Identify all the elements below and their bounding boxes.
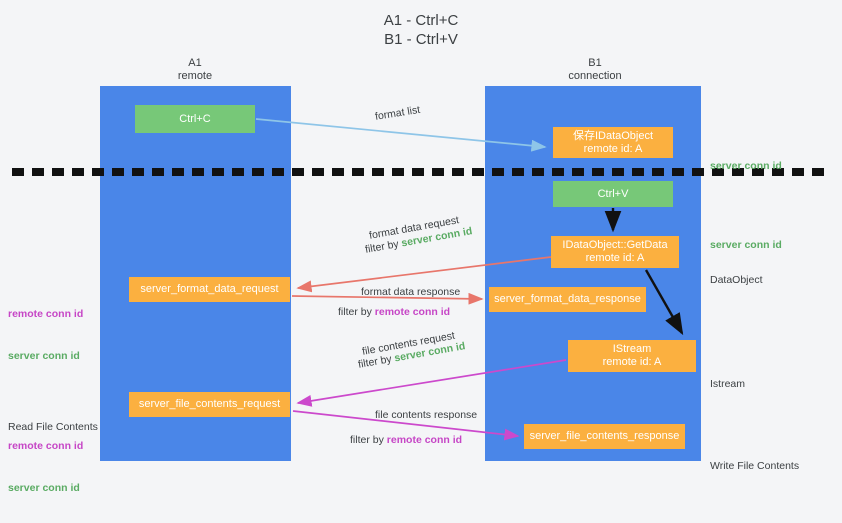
- remote-conn-id-text-2: remote conn id: [386, 434, 463, 446]
- edge-label-format-list: format list: [374, 103, 421, 123]
- annotation-remote-conn-id-bottom: remote conn id: [8, 440, 84, 452]
- annotation-conn-ids-bottom: remote conn id server conn id: [8, 411, 83, 523]
- annotation-server-conn-id-left-bottom: server conn id: [8, 482, 80, 494]
- node-ctrl-v[interactable]: Ctrl+V: [553, 181, 673, 207]
- diagram-title-line-2: B1 - Ctrl+V: [384, 31, 458, 48]
- node-server-format-data-request-label: server_format_data_request: [140, 283, 279, 295]
- node-server-format-data-request[interactable]: server_format_data_request: [129, 277, 290, 302]
- annotation-istream: Istream: [710, 349, 745, 419]
- annotation-read-file-contents-text: Read File Contents: [8, 421, 98, 433]
- node-server-file-contents-request-label: server_file_contents_request: [138, 398, 281, 410]
- annotation-server-conn-id-left-top: server conn id: [8, 350, 80, 362]
- node-ctrl-c[interactable]: Ctrl+C: [135, 105, 255, 133]
- node-idataobject-getdata[interactable]: IDataObject::GetData remote id: A: [551, 236, 679, 268]
- node-save-idataobject-label: 保存IDataObject: [572, 129, 654, 142]
- annotation-server-conn-id-mid: server conn id: [710, 210, 782, 280]
- node-idataobject-getdata-label: IDataObject::GetData: [562, 239, 668, 251]
- annotation-server-conn-id-top-text: server conn id: [710, 160, 782, 172]
- annotation-write-file-contents-text: Write File Contents: [710, 460, 800, 472]
- diagram-title-line-1: A1 - Ctrl+C: [383, 12, 459, 29]
- node-save-idataobject[interactable]: 保存IDataObject remote id: A: [553, 127, 673, 158]
- node-server-format-data-response[interactable]: server_format_data_response: [489, 287, 646, 312]
- annotation-dataobject-text: DataObject: [710, 274, 763, 286]
- edge-label-format-data-response-filter: filter by remote conn id: [338, 305, 450, 319]
- node-idataobject-getdata-sub: remote id: A: [585, 252, 645, 264]
- edge-label-file-contents-response-filter: filter by remote conn id: [350, 433, 462, 447]
- node-server-file-contents-response-label: server_file_contents_response: [529, 430, 680, 442]
- node-server-file-contents-request[interactable]: server_file_contents_request: [129, 392, 290, 417]
- filter-by-text-2: filter by: [338, 306, 375, 318]
- phase-divider: [12, 168, 830, 176]
- column-header-b1-role: connection: [568, 70, 622, 82]
- annotation-istream-text: Istream: [710, 378, 746, 390]
- remote-conn-id-text-1: remote conn id: [374, 306, 451, 318]
- annotation-conn-ids-top: remote conn id server conn id: [8, 279, 83, 391]
- edge-label-format-data-response: format data response: [361, 286, 461, 298]
- annotation-server-conn-id-mid-text: server conn id: [710, 239, 782, 251]
- annotation-dataobject: DataObject: [710, 245, 763, 315]
- node-istream-sub: remote id: A: [602, 356, 662, 368]
- column-header-a1-name: A1: [188, 57, 202, 69]
- node-save-idataobject-sub: remote id: A: [583, 142, 643, 155]
- column-header-b1: B1 connection: [515, 57, 675, 83]
- column-header-b1-name: B1: [588, 57, 602, 69]
- annotation-write-file-contents: Write File Contents: [710, 431, 799, 501]
- column-header-a1-role: remote: [177, 70, 213, 82]
- edge-label-file-contents-response: file contents response: [375, 409, 478, 421]
- filter-by-text-4: filter by: [350, 434, 387, 446]
- annotation-read-file-contents: Read File Contents: [8, 392, 98, 462]
- annotation-server-conn-id-top: server conn id: [710, 131, 782, 201]
- node-server-format-data-response-label: server_format_data_response: [494, 293, 641, 305]
- node-server-file-contents-response[interactable]: server_file_contents_response: [524, 424, 685, 449]
- diagram-canvas: A1 - Ctrl+C B1 - Ctrl+V A1 remote B1 con…: [8, 12, 830, 494]
- annotation-remote-conn-id-top: remote conn id: [8, 308, 84, 320]
- node-istream[interactable]: IStream remote id: A: [568, 340, 696, 372]
- node-ctrl-v-label: Ctrl+V: [597, 187, 629, 200]
- node-istream-label: IStream: [612, 343, 652, 355]
- node-ctrl-c-label: Ctrl+C: [179, 112, 211, 125]
- column-header-a1: A1 remote: [115, 57, 275, 83]
